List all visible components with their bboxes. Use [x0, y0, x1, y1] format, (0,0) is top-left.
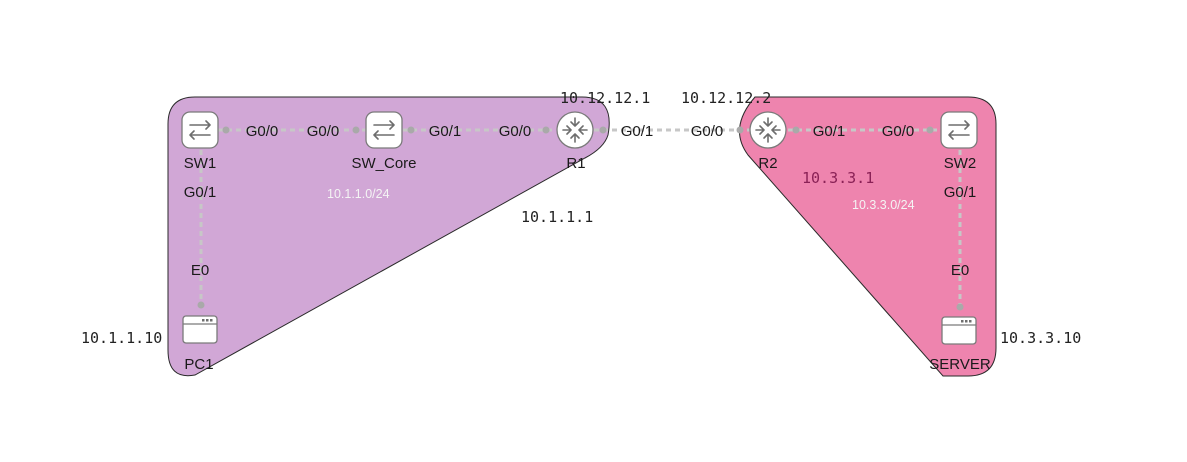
link-endpoint [197, 301, 205, 309]
link-endpoint [599, 126, 607, 134]
router-icon [562, 117, 588, 143]
device-server[interactable] [941, 316, 977, 345]
device-sw-core[interactable] [365, 111, 403, 149]
ip-label-r2-lan: 10.3.3.1 [802, 169, 874, 187]
zone-left [167, 96, 610, 377]
link-endpoint [792, 126, 800, 134]
switch-icon [948, 120, 970, 140]
host-icon [183, 319, 217, 325]
interface-label: G0/0 [307, 123, 340, 140]
link-endpoint [736, 126, 744, 134]
ip-label-server: 10.3.3.10 [1000, 329, 1081, 347]
interface-label: G0/1 [813, 123, 846, 140]
interface-label: G0/1 [429, 123, 462, 140]
device-label-server: SERVER [929, 356, 991, 373]
interface-label: E0 [951, 262, 969, 279]
link-endpoint [222, 126, 230, 134]
interface-label: G0/0 [882, 123, 915, 140]
interface-label: G0/1 [184, 184, 217, 201]
device-sw1[interactable] [181, 111, 219, 149]
interface-label: G0/1 [621, 123, 654, 140]
device-label-sw1: SW1 [184, 155, 217, 172]
server-icon [942, 320, 976, 326]
ip-label-r2-wan: 10.12.12.2 [681, 89, 771, 107]
ip-label-r1-lan: 10.1.1.1 [521, 208, 593, 226]
interface-label: E0 [191, 262, 209, 279]
device-label-pc1: PC1 [184, 356, 213, 373]
ip-label-pc1: 10.1.1.10 [81, 329, 162, 347]
link-endpoint [956, 303, 964, 311]
device-label-sw2: SW2 [944, 155, 977, 172]
device-sw2[interactable] [940, 111, 978, 149]
device-r1[interactable] [556, 111, 594, 149]
device-pc1[interactable] [182, 315, 218, 344]
link-endpoint [926, 126, 934, 134]
interface-label: G0/0 [499, 123, 532, 140]
subnet-label-left: 10.1.1.0/24 [327, 187, 390, 201]
interface-label: G0/0 [691, 123, 724, 140]
ip-label-r1-wan: 10.12.12.1 [560, 89, 650, 107]
link-endpoint [352, 126, 360, 134]
router-icon [755, 117, 781, 143]
switch-icon [189, 120, 211, 140]
subnet-label-right: 10.3.3.0/24 [852, 198, 915, 212]
interface-label: G0/1 [944, 184, 977, 201]
interface-label: G0/0 [246, 123, 279, 140]
device-label-r2: R2 [758, 155, 777, 172]
links [197, 126, 964, 311]
device-label-sw-core: SW_Core [351, 155, 416, 172]
switch-icon [373, 120, 395, 140]
link-endpoint [542, 126, 550, 134]
device-r2[interactable] [749, 111, 787, 149]
link-endpoint [407, 126, 415, 134]
device-label-r1: R1 [566, 155, 585, 172]
